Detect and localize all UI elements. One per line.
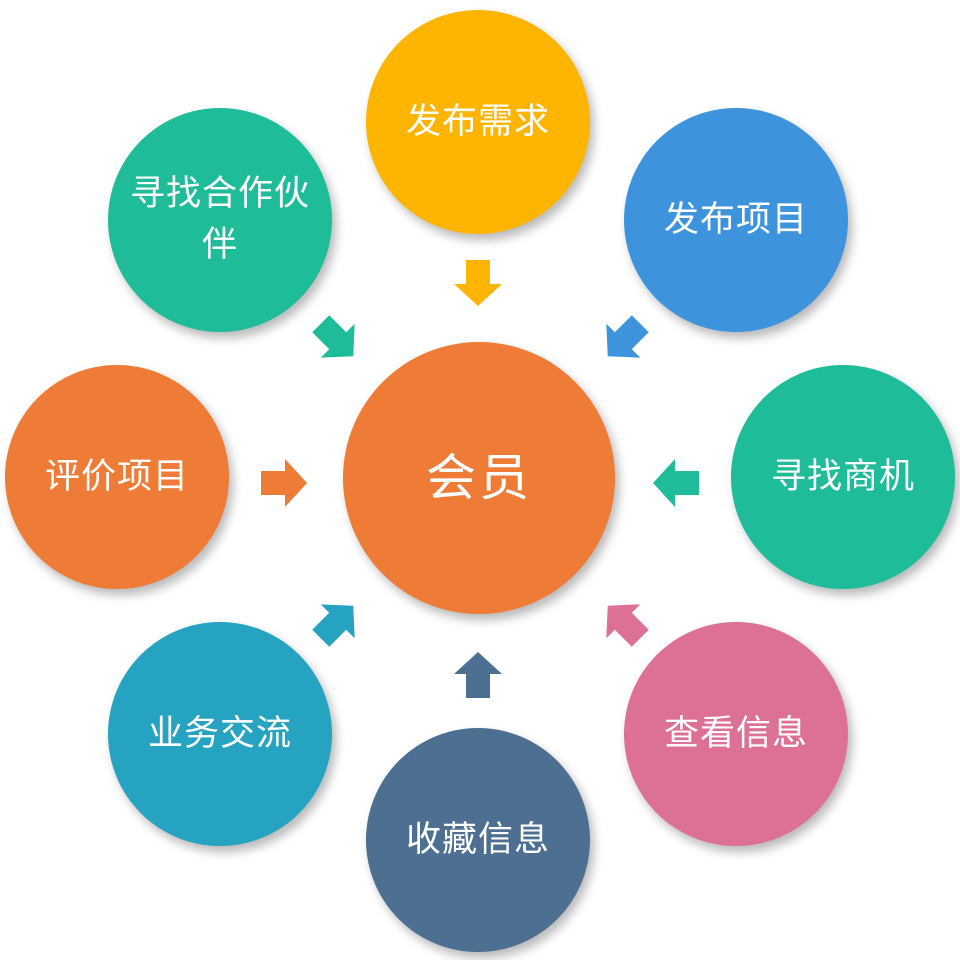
center-node-label: 会员 bbox=[426, 448, 532, 507]
node-label: 收藏信息 bbox=[405, 819, 550, 860]
node-evaluate-project: 评价项目 bbox=[5, 365, 229, 589]
arrow-shape bbox=[261, 459, 307, 507]
arrow-icon bbox=[589, 587, 660, 658]
node-label: 评价项目 bbox=[44, 456, 189, 497]
arrow-icon bbox=[259, 458, 309, 508]
node-label: 发布项目 bbox=[663, 199, 808, 240]
node-label: 业务交流 bbox=[147, 713, 292, 754]
arrow-icon bbox=[302, 305, 373, 376]
arrow-shape bbox=[312, 604, 355, 647]
arrow-shape bbox=[653, 459, 699, 507]
node-favorite-info: 收藏信息 bbox=[366, 728, 590, 952]
node-label: 发布需求 bbox=[405, 101, 550, 142]
arrow-shape bbox=[454, 260, 502, 306]
center-node: 会员 bbox=[343, 342, 615, 614]
arrow-icon bbox=[651, 458, 701, 508]
arrow-icon bbox=[589, 305, 660, 376]
arrow-icon bbox=[453, 650, 503, 700]
node-publish-demand: 发布需求 bbox=[366, 10, 590, 234]
node-find-opportunity: 寻找商机 bbox=[731, 365, 955, 589]
node-label: 查看信息 bbox=[663, 713, 808, 754]
arrow-shape bbox=[606, 604, 649, 647]
node-publish-project: 发布项目 bbox=[624, 108, 848, 332]
arrow-icon bbox=[302, 587, 373, 658]
node-label: 寻找合作伙伴 bbox=[129, 174, 310, 265]
arrow-icon bbox=[453, 258, 503, 308]
node-label: 寻找商机 bbox=[770, 456, 915, 497]
node-view-info: 查看信息 bbox=[624, 622, 848, 846]
arrow-shape bbox=[454, 652, 502, 698]
node-business-exchange: 业务交流 bbox=[108, 622, 332, 846]
arrow-shape bbox=[606, 315, 649, 358]
arrow-shape bbox=[312, 315, 355, 358]
node-find-partner: 寻找合作伙伴 bbox=[108, 108, 332, 332]
